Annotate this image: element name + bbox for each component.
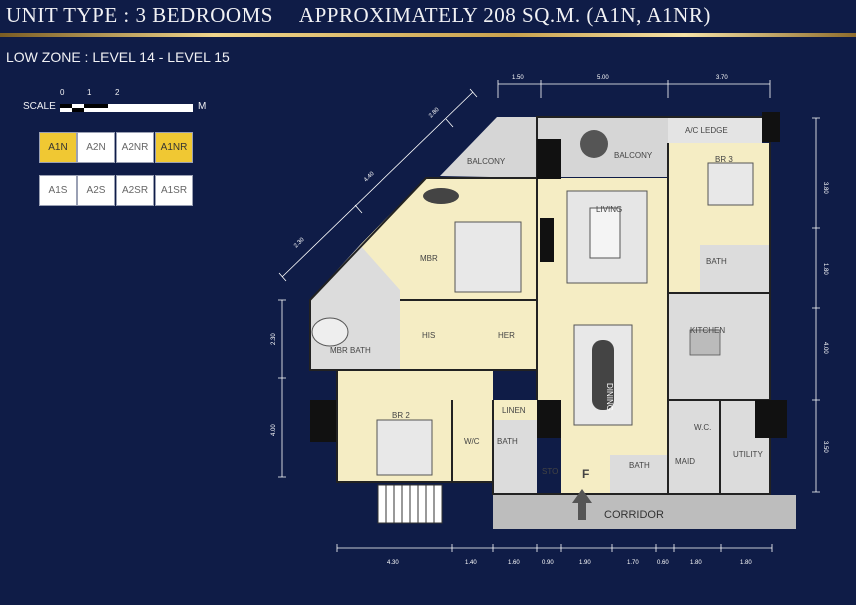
room-br3: BR 3 <box>715 155 733 164</box>
keyplan-unit-a1s[interactable]: A1S <box>39 175 77 206</box>
area-text: APPROXIMATELY 208 SQ.M. (A1N, A1NR) <box>298 3 711 27</box>
dim-diag-2: 2.30 <box>293 236 306 249</box>
scale-label: SCALE <box>23 101 56 112</box>
room-sto: STO <box>542 467 558 476</box>
keyplan-unit-a1n[interactable]: A1N <box>39 132 77 163</box>
room-linen: LINEN <box>502 406 526 415</box>
room-corridor: CORRIDOR <box>604 509 664 521</box>
room-foyer: F <box>582 467 589 481</box>
dim-bottom-6: 0.60 <box>657 560 669 566</box>
dim-bottom-4: 1.90 <box>579 560 591 566</box>
room-balcony-left: BALCONY <box>467 157 506 166</box>
room-bath-br2: BATH <box>497 437 518 446</box>
room-dining: DINING <box>605 383 614 411</box>
unit-type-text: UNIT TYPE : 3 BEDROOMS <box>6 3 273 27</box>
gold-divider <box>0 33 856 37</box>
keyplan-unit-a2s[interactable]: A2S <box>77 175 115 206</box>
room-bath-br3: BATH <box>706 257 727 266</box>
dimension-lines <box>278 80 820 552</box>
dim-top-1: 5.00 <box>597 75 609 81</box>
scale-tick-2: 2 <box>115 88 120 97</box>
dim-right-0: 3.80 <box>822 182 828 194</box>
entrance-arrow-icon <box>572 489 592 520</box>
room-labels: BALCONY BALCONY A/C LEDGE BR 3 LIVING MB… <box>330 126 763 521</box>
scale-unit: M <box>198 101 207 112</box>
room-wc-br2: W/C <box>464 437 480 446</box>
room-bath-maid: BATH <box>629 461 650 470</box>
room-her: HER <box>498 331 515 340</box>
keyplan-unit-a1nr[interactable]: A1NR <box>155 132 193 163</box>
title: UNIT TYPE : 3 BEDROOMS APPROXIMATELY 208 … <box>6 3 711 28</box>
stairs <box>377 484 443 524</box>
dim-diag-0: 2.80 <box>428 106 441 119</box>
dim-diag-1: 4.40 <box>363 170 376 183</box>
scale-tick-1: 1 <box>87 88 92 97</box>
dim-left-0: 2.30 <box>271 333 277 345</box>
dim-top-0: 1.50 <box>512 75 524 81</box>
furniture <box>311 130 754 476</box>
room-mbr-bath: MBR BATH <box>330 346 371 355</box>
structural-columns <box>310 112 787 442</box>
dim-right-1: 1.80 <box>822 263 828 275</box>
dim-right-2: 4.00 <box>822 342 828 354</box>
room-wc-maid: W.C. <box>694 423 711 432</box>
keyplan-unit-a2nr[interactable]: A2NR <box>116 132 154 163</box>
keyplan-unit-a1sr[interactable]: A1SR <box>155 175 193 206</box>
dim-top-2: 3.70 <box>716 75 728 81</box>
room-maid: MAID <box>675 457 695 466</box>
scale-bar <box>60 104 193 112</box>
scale-tick-0: 0 <box>60 88 65 97</box>
dim-bottom-5: 1.70 <box>627 560 639 566</box>
room-br2: BR 2 <box>392 411 410 420</box>
keyplan-unit-a2n[interactable]: A2N <box>77 132 115 163</box>
key-plan: A1N A2N A2NR A1NR A1S A2S A2SR A1SR <box>39 132 193 210</box>
room-mbr: MBR <box>420 254 438 263</box>
dim-bottom-7: 1.80 <box>690 560 702 566</box>
dim-bottom-2: 1.60 <box>508 560 520 566</box>
dim-bottom-1: 1.40 <box>465 560 477 566</box>
dim-bottom-0: 4.30 <box>387 560 399 566</box>
dim-bottom-8: 1.80 <box>740 560 752 566</box>
room-ac-ledge: A/C LEDGE <box>685 126 728 135</box>
room-living: LIVING <box>596 205 622 214</box>
room-his: HIS <box>422 331 435 340</box>
room-balcony-right: BALCONY <box>614 151 653 160</box>
dim-bottom-3: 0.90 <box>542 560 554 566</box>
zone-text: LOW ZONE : LEVEL 14 - LEVEL 15 <box>6 49 230 65</box>
keyplan-unit-a2sr[interactable]: A2SR <box>116 175 154 206</box>
dim-right-3: 3.50 <box>822 441 828 453</box>
room-kitchen: KITCHEN <box>690 326 725 335</box>
room-utility: UTILITY <box>733 450 763 459</box>
dim-left-1: 4.00 <box>271 424 277 436</box>
